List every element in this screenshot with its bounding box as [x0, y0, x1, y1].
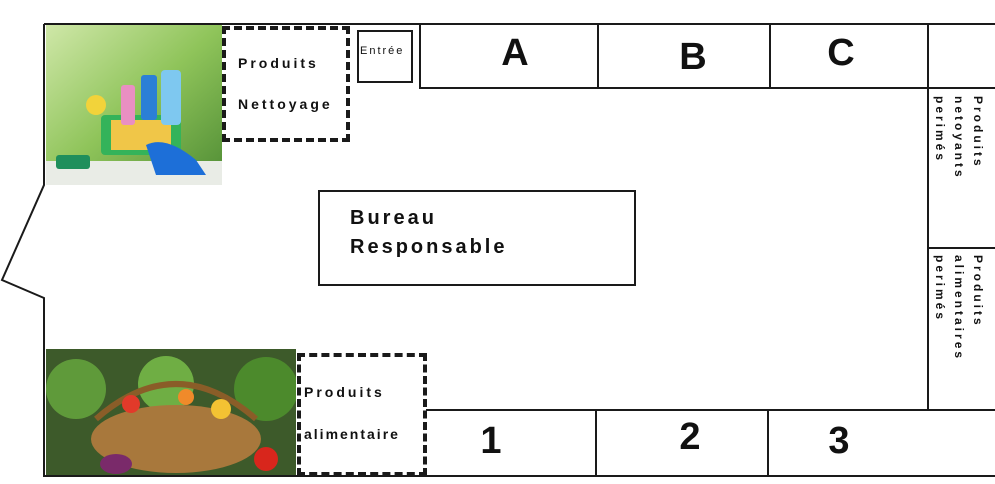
- rack-1-label: 1: [480, 420, 502, 462]
- rack-3-label: 3: [828, 420, 850, 462]
- food-zone-label-2: alimentaire: [304, 426, 400, 442]
- expired-cleaning-label: Produits netoyants perimés: [933, 96, 985, 180]
- bottom-rack-row: [426, 409, 995, 476]
- rack-b-label: B: [679, 36, 707, 78]
- outer-wall: [0, 23, 995, 477]
- office-label-1: Bureau: [350, 207, 437, 229]
- expired-food-label: Produits alimentaires perimés: [933, 255, 985, 362]
- cleaning-zone-label-2: Nettoyage: [238, 96, 333, 112]
- cleaning-products-zone: [222, 26, 350, 142]
- office-label-2: Responsable: [350, 236, 508, 258]
- entrance-label: Entrée: [360, 45, 405, 57]
- food-zone-label-1: Produits: [304, 384, 385, 400]
- cleaning-products-photo: [46, 25, 222, 185]
- food-products-zone: [297, 353, 427, 476]
- entrance-box: [357, 30, 413, 83]
- food-products-photo: [46, 349, 296, 475]
- rack-2-label: 2: [679, 416, 701, 458]
- office-box: [318, 190, 636, 286]
- rack-c-label: C: [827, 32, 855, 74]
- rack-a-label: A: [501, 32, 529, 74]
- top-rack-row: [419, 24, 995, 410]
- cleaning-zone-label-1: Produits: [238, 55, 319, 71]
